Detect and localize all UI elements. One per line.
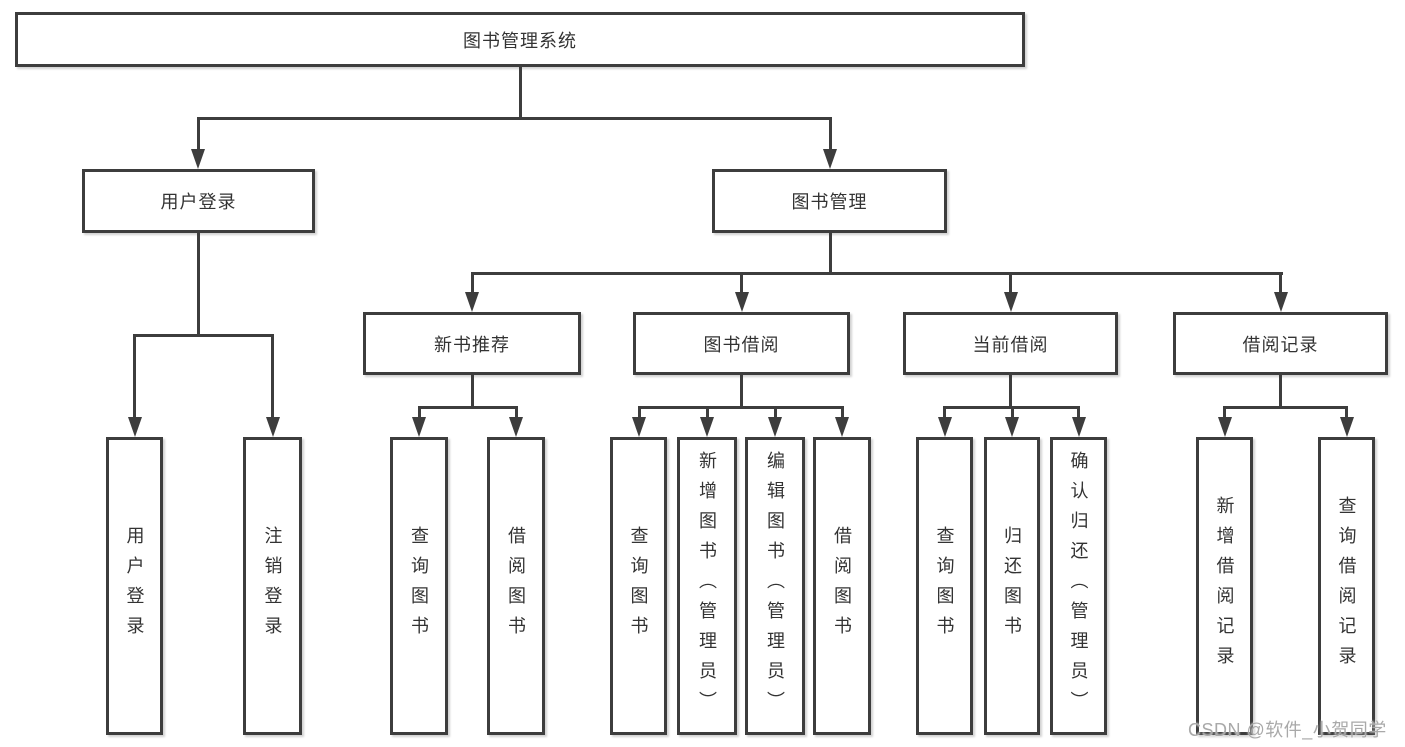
node-new-book-recommend: 新书推荐: [363, 312, 581, 375]
node-borrowing-records: 借阅记录: [1173, 312, 1388, 375]
line: [1223, 406, 1348, 409]
leaf-query-borrow-record: 查询借阅记录: [1318, 437, 1375, 735]
line: [518, 67, 522, 119]
arrowhead: [835, 417, 849, 437]
line: [1279, 274, 1282, 294]
arrowhead: [632, 417, 646, 437]
arrowhead: [1339, 417, 1354, 437]
line: [943, 406, 1080, 409]
line: [1223, 408, 1226, 419]
line: [196, 119, 200, 152]
line: [417, 406, 518, 409]
arrowhead: [700, 417, 714, 437]
arrowhead: [937, 417, 952, 437]
line: [637, 406, 844, 409]
line: [773, 408, 777, 419]
arrowhead: [734, 292, 749, 312]
arrowhead: [191, 149, 205, 169]
line: [740, 375, 743, 408]
leaf-borrow-books-2: 借阅图书: [813, 437, 871, 735]
arrowhead: [412, 417, 426, 437]
csdn-watermark: CSDN @软件_小贺同学: [1188, 720, 1387, 740]
arrowhead: [768, 417, 782, 437]
line: [514, 408, 518, 419]
arrowhead: [1071, 417, 1086, 437]
line: [1345, 408, 1348, 419]
line: [943, 408, 946, 419]
arrowhead: [127, 417, 142, 437]
leaf-return-books: 归还图书: [984, 437, 1040, 735]
line: [1009, 274, 1012, 294]
arrowhead: [1217, 417, 1232, 437]
line: [705, 408, 709, 419]
line: [417, 408, 421, 419]
line: [828, 233, 832, 274]
arrowhead: [509, 417, 523, 437]
line: [470, 272, 1283, 275]
line: [196, 117, 832, 120]
line: [196, 233, 200, 336]
arrowhead: [265, 417, 280, 437]
line: [828, 119, 832, 152]
node-user-login: 用户登录: [82, 169, 315, 233]
node-book-management: 图书管理: [712, 169, 947, 233]
line: [1077, 408, 1080, 419]
leaf-query-books-2: 查询图书: [610, 437, 667, 735]
leaf-add-books-admin: 新增图书（管理员）: [677, 437, 737, 735]
line: [1009, 375, 1012, 408]
line: [840, 408, 844, 419]
node-book-borrowing: 图书借阅: [633, 312, 850, 375]
arrowhead: [1273, 292, 1288, 312]
leaf-confirm-return-admin: 确认归还（管理员）: [1050, 437, 1107, 735]
arrowhead: [823, 149, 837, 169]
arrowhead: [465, 292, 479, 312]
line: [1010, 408, 1014, 419]
arrowhead: [1005, 417, 1019, 437]
line: [133, 334, 274, 337]
line: [637, 408, 641, 419]
line: [133, 336, 136, 419]
line: [470, 274, 474, 294]
line: [1279, 375, 1282, 408]
arrowhead: [1003, 292, 1018, 312]
leaf-logout: 注销登录: [243, 437, 302, 735]
leaf-query-books-1: 查询图书: [390, 437, 448, 735]
leaf-edit-books-admin: 编辑图书（管理员）: [745, 437, 805, 735]
line: [740, 274, 743, 294]
line: [470, 375, 474, 408]
leaf-add-borrow-record: 新增借阅记录: [1196, 437, 1253, 735]
leaf-borrow-books-1: 借阅图书: [487, 437, 545, 735]
leaf-user-login: 用户登录: [106, 437, 163, 735]
leaf-query-books-3: 查询图书: [916, 437, 973, 735]
line: [271, 336, 274, 419]
node-current-borrowing: 当前借阅: [903, 312, 1118, 375]
node-root: 图书管理系统: [15, 12, 1025, 67]
